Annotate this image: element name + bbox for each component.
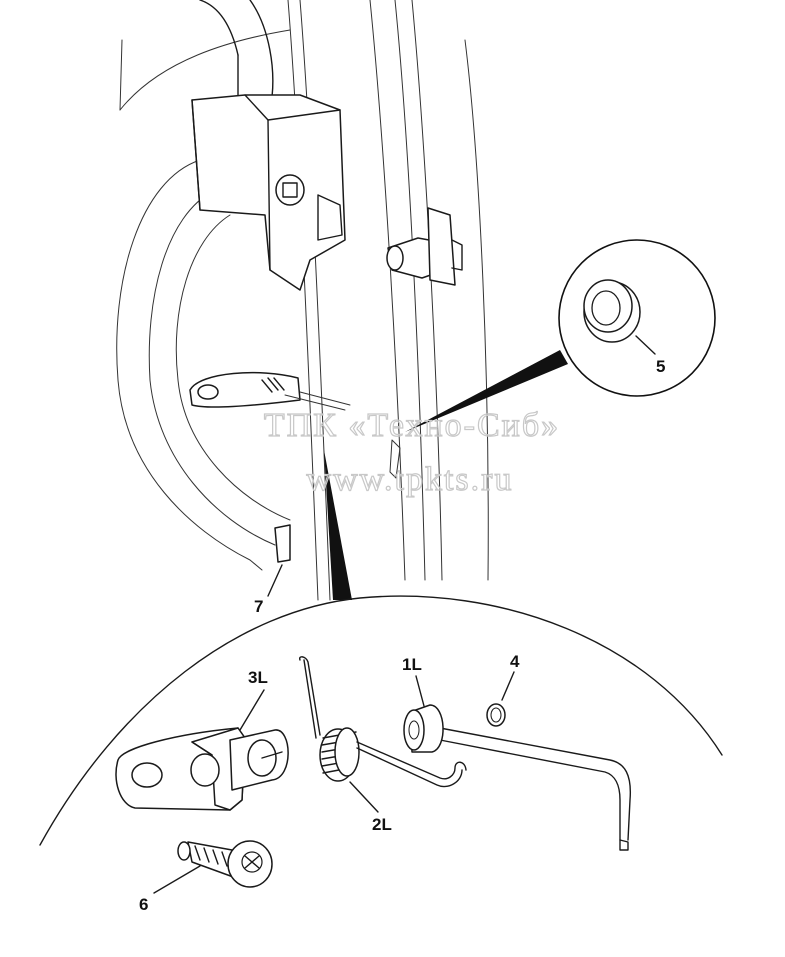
- mounted-hinge-small: [189, 371, 401, 479]
- detail-circle-part-5: [405, 239, 716, 432]
- part-1L-rod: [403, 704, 632, 851]
- callout-labels: 5 7 3L 1L 4 2L 6: [139, 357, 665, 914]
- leader-lines: [153, 564, 515, 894]
- callout-4: 4: [510, 652, 520, 671]
- part-6-bolt: [177, 840, 273, 888]
- part-2L-spring: [299, 656, 467, 788]
- watermark-line-2: www.tpkts.ru: [307, 461, 514, 498]
- callout-1L: 1L: [402, 655, 422, 674]
- callout-3L: 3L: [248, 668, 268, 687]
- callout-7: 7: [254, 597, 263, 616]
- watermark: ТПК «Техно-Сиб» www.tpkts.ru: [263, 406, 560, 498]
- part-3L-bracket: [115, 727, 289, 811]
- door-frame: [116, 0, 489, 601]
- callout-2L: 2L: [372, 815, 392, 834]
- part-7-tab: [274, 524, 291, 563]
- detail-arc: [39, 450, 723, 846]
- part-4-ring: [486, 703, 506, 727]
- callout-5: 5: [656, 357, 665, 376]
- hinge-bracket: [191, 94, 346, 291]
- watermark-line-1: ТПК «Техно-Сиб»: [264, 407, 560, 444]
- door-latch-lug: [386, 207, 463, 286]
- tube-handle: [199, 0, 274, 111]
- callout-6: 6: [139, 895, 148, 914]
